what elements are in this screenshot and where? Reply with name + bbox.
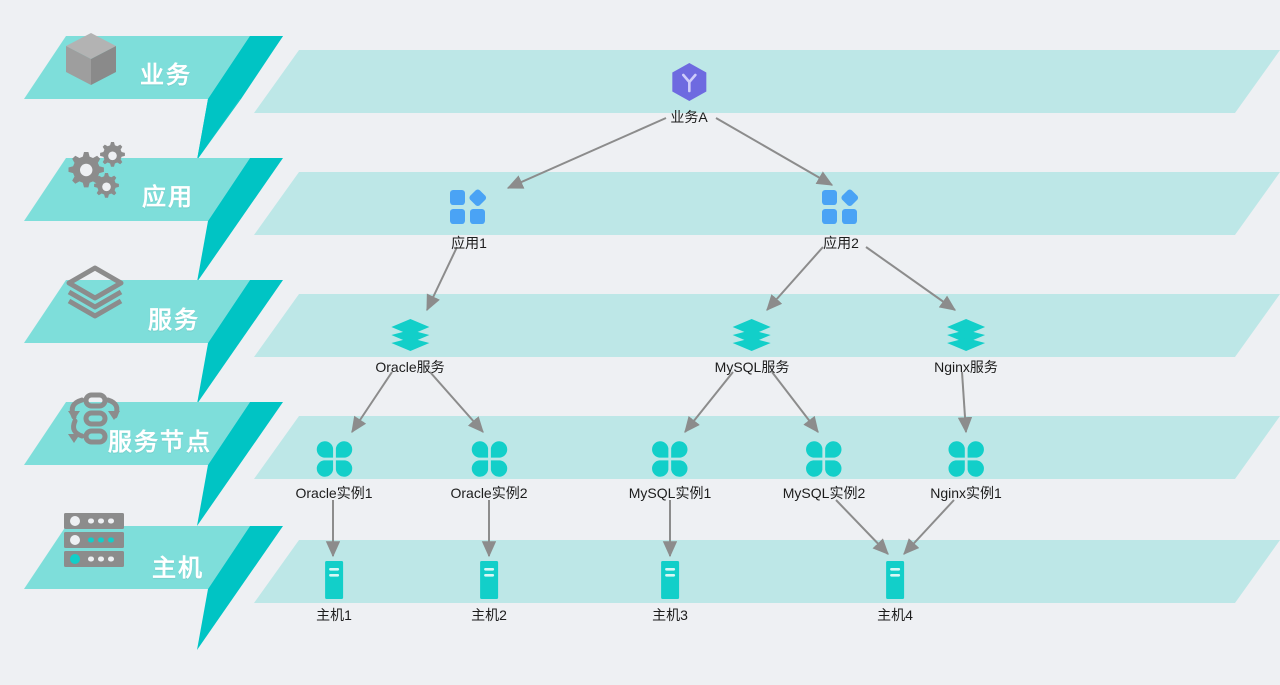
edge-svcOra-to-insOra1 <box>351 371 393 433</box>
topology-node-insOra2[interactable]: Oracle实例2 <box>450 440 528 503</box>
topology-node-host1[interactable]: 主机1 <box>316 560 352 625</box>
topology-node-app1[interactable]: 应用1 <box>449 188 489 253</box>
node-label: 应用2 <box>823 235 859 251</box>
layer-label-business: 业务 <box>140 62 192 89</box>
service-stack-icon <box>731 318 773 352</box>
app-blocks-icon <box>821 188 861 228</box>
topology-node-insNg1[interactable]: Nginx实例1 <box>930 440 1002 503</box>
node-label: Oracle服务 <box>375 359 445 375</box>
edge-insMy2-to-host4 <box>835 499 889 555</box>
server-tower-icon <box>321 560 347 600</box>
topology-node-host4[interactable]: 主机4 <box>877 560 913 625</box>
edge-app2-to-svcMy <box>766 246 824 311</box>
node-label: 主机4 <box>877 607 913 623</box>
cube-icon <box>60 28 122 95</box>
gears-icon <box>58 140 128 207</box>
node-label: MySQL服务 <box>714 359 790 375</box>
layer-label-application: 应用 <box>142 184 194 211</box>
server-tower-icon <box>657 560 683 600</box>
topology-node-insOra1[interactable]: Oracle实例1 <box>295 440 373 503</box>
node-label: Oracle实例1 <box>295 485 373 501</box>
app-blocks-icon <box>449 188 489 228</box>
node-label: Nginx实例1 <box>930 485 1002 501</box>
clover-node-icon <box>470 440 508 478</box>
layer-label-host: 主机 <box>152 555 204 582</box>
node-label: 业务A <box>670 109 708 125</box>
edge-app2-to-svcNg <box>865 246 956 311</box>
server-tower-icon <box>882 560 908 600</box>
clover-node-icon <box>315 440 353 478</box>
layer-label-service-node: 服务节点 <box>108 429 212 456</box>
stack-icon <box>62 262 128 327</box>
topology-node-app2[interactable]: 应用2 <box>821 188 861 253</box>
edge-svcOra-to-insOra2 <box>429 371 484 433</box>
server-rack-icon <box>62 510 126 575</box>
topology-node-host2[interactable]: 主机2 <box>471 560 507 625</box>
edge-svcMy-to-insMy2 <box>771 371 819 433</box>
node-label: MySQL实例1 <box>628 485 712 501</box>
edge-svcMy-to-insMy1 <box>684 371 734 433</box>
node-label: 应用1 <box>451 235 487 251</box>
edge-insNg1-to-host4 <box>903 499 955 555</box>
clover-node-icon <box>947 440 985 478</box>
topology-node-svcOra[interactable]: Oracle服务 <box>375 318 445 377</box>
topology-node-host3[interactable]: 主机3 <box>652 560 688 625</box>
server-tower-icon <box>476 560 502 600</box>
topology-node-svcNg[interactable]: Nginx服务 <box>934 318 998 377</box>
layer-label-service: 服务 <box>148 307 200 334</box>
service-stack-icon <box>389 318 431 352</box>
edge-svcNg-to-insNg1 <box>957 371 973 434</box>
topology-node-bizA[interactable]: 业务A <box>670 62 708 127</box>
node-label: Oracle实例2 <box>450 485 528 501</box>
edge-bizA-to-app1 <box>506 117 667 189</box>
edge-app1-to-svcOra <box>426 246 458 312</box>
clover-node-icon <box>651 440 689 478</box>
layer-plane-service-node[interactable] <box>24 402 1280 526</box>
topology-node-insMy1[interactable]: MySQL实例1 <box>629 440 711 503</box>
node-label: MySQL实例2 <box>782 485 866 501</box>
business-cube-icon <box>671 62 707 102</box>
node-label: 主机1 <box>316 607 352 623</box>
service-stack-icon <box>945 318 987 352</box>
node-label: 主机2 <box>471 607 507 623</box>
topology-node-insMy2[interactable]: MySQL实例2 <box>783 440 865 503</box>
node-label: Nginx服务 <box>934 359 998 375</box>
edge-bizA-to-app2 <box>715 117 834 186</box>
topology-node-svcMy[interactable]: MySQL服务 <box>714 318 790 377</box>
clover-node-icon <box>805 440 843 478</box>
nodes-cycle-icon <box>58 388 128 455</box>
node-label: 主机3 <box>652 607 688 623</box>
